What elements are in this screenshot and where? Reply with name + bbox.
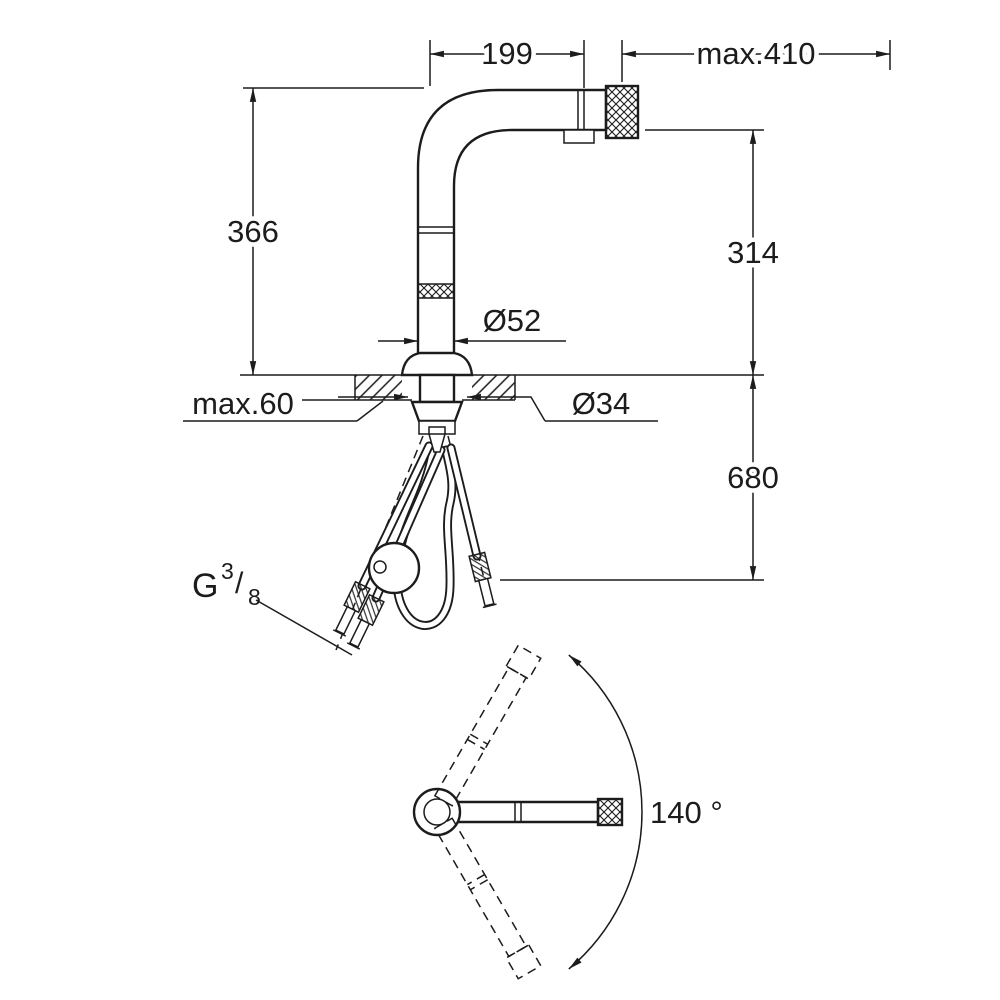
swivel-arm-solid xyxy=(412,787,624,837)
dashed-arm-body xyxy=(433,666,528,807)
dim-max410-label: max.410 xyxy=(697,36,816,71)
counter-outline xyxy=(354,374,516,401)
body-knurl-band xyxy=(417,283,455,299)
hose-outlet xyxy=(428,433,446,453)
dim-max60: max.60 xyxy=(183,382,384,426)
supply-hose-3-inner xyxy=(448,445,480,559)
dim-dia34-label: Ø34 xyxy=(572,386,631,421)
dim-max410: max.410 xyxy=(621,32,891,82)
pullout-reference-block xyxy=(604,84,640,140)
weight-hinge xyxy=(373,560,387,574)
hose-weight xyxy=(367,541,421,595)
dim-199: 199 xyxy=(429,32,585,88)
connector-tip xyxy=(332,629,347,637)
dashed-arm-body xyxy=(433,817,528,958)
dim-140deg-label: 140 ° xyxy=(650,795,723,830)
connector-left-2 xyxy=(346,593,385,650)
dim-dia34: Ø34 xyxy=(338,382,658,426)
thread-numerator-label: 3 xyxy=(221,558,234,584)
faucet-body xyxy=(400,84,640,377)
swivel-arm-lower-dashed xyxy=(433,817,542,980)
dim-366: 366 xyxy=(223,87,424,375)
dim-199-extensions xyxy=(429,40,585,88)
connector-tip xyxy=(346,642,361,650)
thread-slash-label: / xyxy=(235,567,244,600)
dim-680-label: 680 xyxy=(727,460,779,495)
swivel-arm-body xyxy=(448,800,600,824)
swivel-arm-endcap xyxy=(596,797,624,827)
swivel-base-inner xyxy=(423,798,451,826)
dashed-arm-endcap xyxy=(505,644,542,681)
thread-g-label: G xyxy=(192,567,218,605)
mounting-clamp xyxy=(418,420,456,435)
connector-left-1 xyxy=(332,580,371,637)
mounting-shank xyxy=(418,373,456,404)
guide-dash-left xyxy=(335,435,424,651)
dim-dia34-leader xyxy=(467,393,546,422)
dim-max60-label: max.60 xyxy=(192,386,294,421)
dim-max60-leader xyxy=(356,400,384,422)
dim-314-label: 314 xyxy=(727,235,779,270)
connector-right xyxy=(468,551,497,609)
dim-366-label: 366 xyxy=(227,214,279,249)
spray-head-joint xyxy=(577,90,585,130)
swivel-top-view: 140 ° xyxy=(412,644,727,980)
dim-199-label: 199 xyxy=(481,36,533,71)
connector-body xyxy=(468,551,492,583)
countertop-section xyxy=(240,374,764,401)
thread-callout-g38: G 3 / 8 xyxy=(188,554,353,656)
mounting-nut xyxy=(410,400,464,423)
dim-314: 314 xyxy=(645,129,783,375)
side-view: 199 max.410 366 314 680 xyxy=(183,32,891,656)
dim-dia52-label: Ø52 xyxy=(483,303,542,338)
connector-thread xyxy=(348,618,371,649)
thread-leader-line xyxy=(255,599,353,656)
base-flange xyxy=(400,351,474,377)
connector-thread xyxy=(477,577,495,607)
connector-thread xyxy=(334,605,357,636)
hose-guides xyxy=(335,435,493,651)
dim-max410-extensions xyxy=(621,40,891,82)
dashed-arm-joints xyxy=(466,873,489,891)
spray-nozzle xyxy=(563,129,595,144)
swivel-arm-joint-lines xyxy=(514,802,522,822)
weight-body xyxy=(367,541,421,595)
dashed-arm-joints xyxy=(466,733,489,751)
swivel-arm-upper-dashed xyxy=(433,644,542,807)
dim-dia52: Ø52 xyxy=(378,299,566,345)
thread-denominator-label: 8 xyxy=(248,584,261,610)
mounting-hardware xyxy=(410,373,464,453)
body-joint-lines xyxy=(418,226,454,234)
dashed-arm-endcap xyxy=(505,943,542,980)
dim-680: 680 xyxy=(500,375,783,581)
connector-tip xyxy=(482,603,497,609)
swivel-arc-line xyxy=(568,654,643,970)
swivel-arc: 140 ° xyxy=(568,654,727,970)
